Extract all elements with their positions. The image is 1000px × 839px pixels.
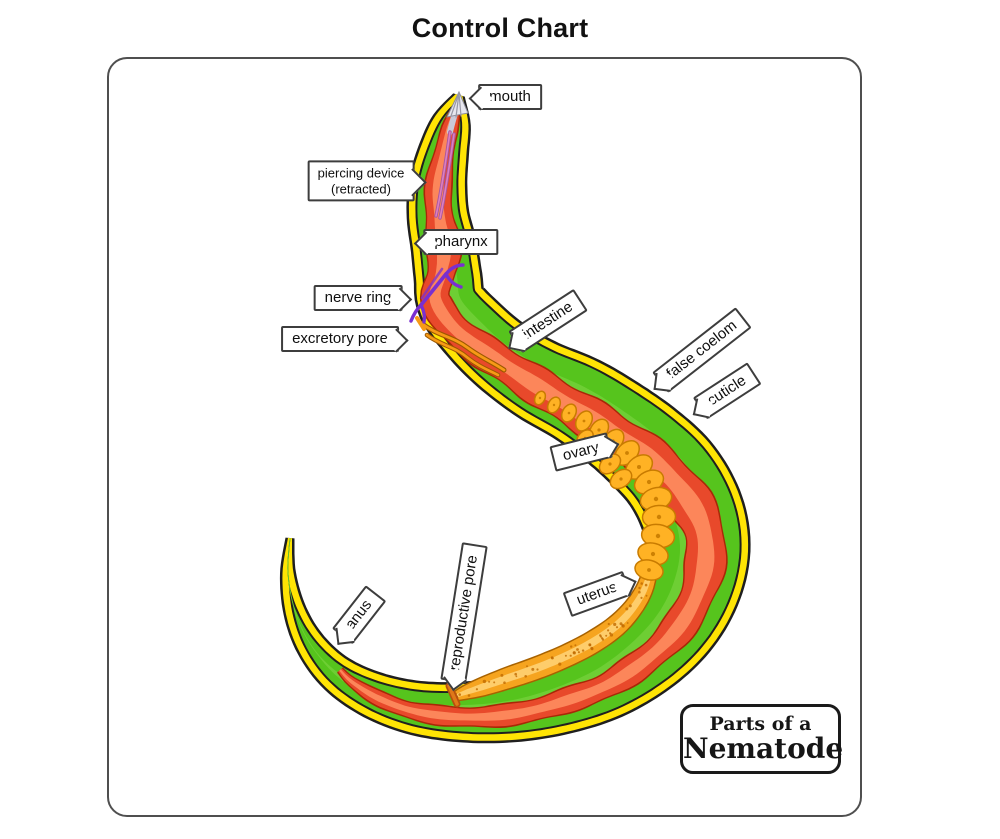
diagram-frame [107,57,862,817]
legend-title-line1: Parts of a [709,712,812,735]
page-title: Control Chart [411,13,589,43]
legend-badge: Parts of a Nematode [680,704,844,774]
legend-title-line2: Nematode [683,732,844,766]
